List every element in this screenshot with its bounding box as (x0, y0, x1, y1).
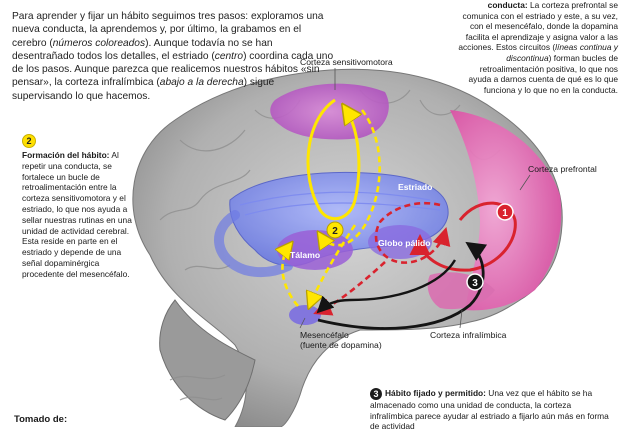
midbrain-region (289, 305, 321, 325)
svg-text:1: 1 (502, 208, 508, 219)
yellow-from-midbrain (282, 245, 299, 307)
label-infralimbic: Corteza infralímbica (430, 330, 507, 340)
striatum-tail (214, 210, 293, 278)
yellow-loop-dashed (320, 109, 381, 245)
step1-caption: conducta: La corteza prefrontal se comun… (458, 0, 618, 95)
step2-marker (326, 221, 344, 239)
intro-em-1: números coloreados (52, 37, 146, 49)
black-return (316, 259, 457, 314)
label-midbrain-sub: (fuente de dopamina) (300, 340, 382, 350)
leader-midbrain (299, 317, 306, 329)
label-thalamus: Tálamo (290, 250, 321, 260)
label-striatum: Estriado (398, 182, 433, 192)
source-label: Tomado de: (14, 414, 68, 425)
label-globus: Globo pálido (378, 238, 431, 248)
step1-text-1: La corteza prefrontal se comunica con el… (458, 0, 618, 53)
leader-prefrontal (519, 174, 531, 191)
cerebellum (159, 299, 256, 421)
step1-text-2: ) forman bucles de retroalimentación pos… (468, 52, 618, 95)
intro-em-2: centro (214, 50, 244, 62)
black-loop (317, 241, 488, 330)
step2-text: Al repetir una conducta, se fortalece un… (22, 150, 132, 279)
red-loop-dashed (374, 201, 451, 264)
intro-text-2: ). Aunque todavía no se han desentrañado… (12, 37, 273, 62)
label-midbrain: Mesencéfalo (fuente de dopamina) (300, 330, 382, 350)
step2-title: Formación del hábito: (22, 150, 110, 160)
label-midbrain-title: Mesencéfalo (300, 330, 349, 340)
step2-badge: 2 (22, 134, 36, 148)
label-sensorimotor: Corteza sensitivomotora (300, 57, 393, 67)
step1-text-em: líneas continua y discontinua (506, 42, 618, 63)
step2-caption: 2 Formación del hábito: Al repetir una c… (22, 134, 132, 280)
step3-title: Hábito fijado y permitido: (385, 388, 486, 399)
intro-text-4: ) sigue supervisando lo que hacemos. (12, 77, 275, 102)
intro-text-1: Para aprender y fijar un hábito seguimos… (12, 11, 324, 49)
step3-text: Una vez que el hábito se ha almacenado c… (370, 388, 609, 432)
yellow-to-midbrain (310, 224, 357, 305)
intro-em-3: abajo a la derecha (159, 77, 244, 89)
step1-marker (496, 203, 514, 221)
intro-paragraph: Para aprender y fijar un hábito seguimos… (12, 10, 337, 103)
red-loop-solid (409, 201, 517, 272)
step3-badge: 3 (370, 388, 382, 400)
step1-title: conducta: (487, 0, 528, 10)
leader-infralimbic (459, 309, 463, 329)
intro-text-3: ) coordina cada uno de los pasos. Aunque… (12, 50, 334, 89)
step3-marker (466, 273, 484, 291)
svg-text:2: 2 (332, 226, 338, 237)
label-prefrontal: Corteza prefrontal (528, 164, 597, 174)
svg-text:3: 3 (472, 278, 478, 289)
yellow-loop-solid (306, 98, 359, 221)
